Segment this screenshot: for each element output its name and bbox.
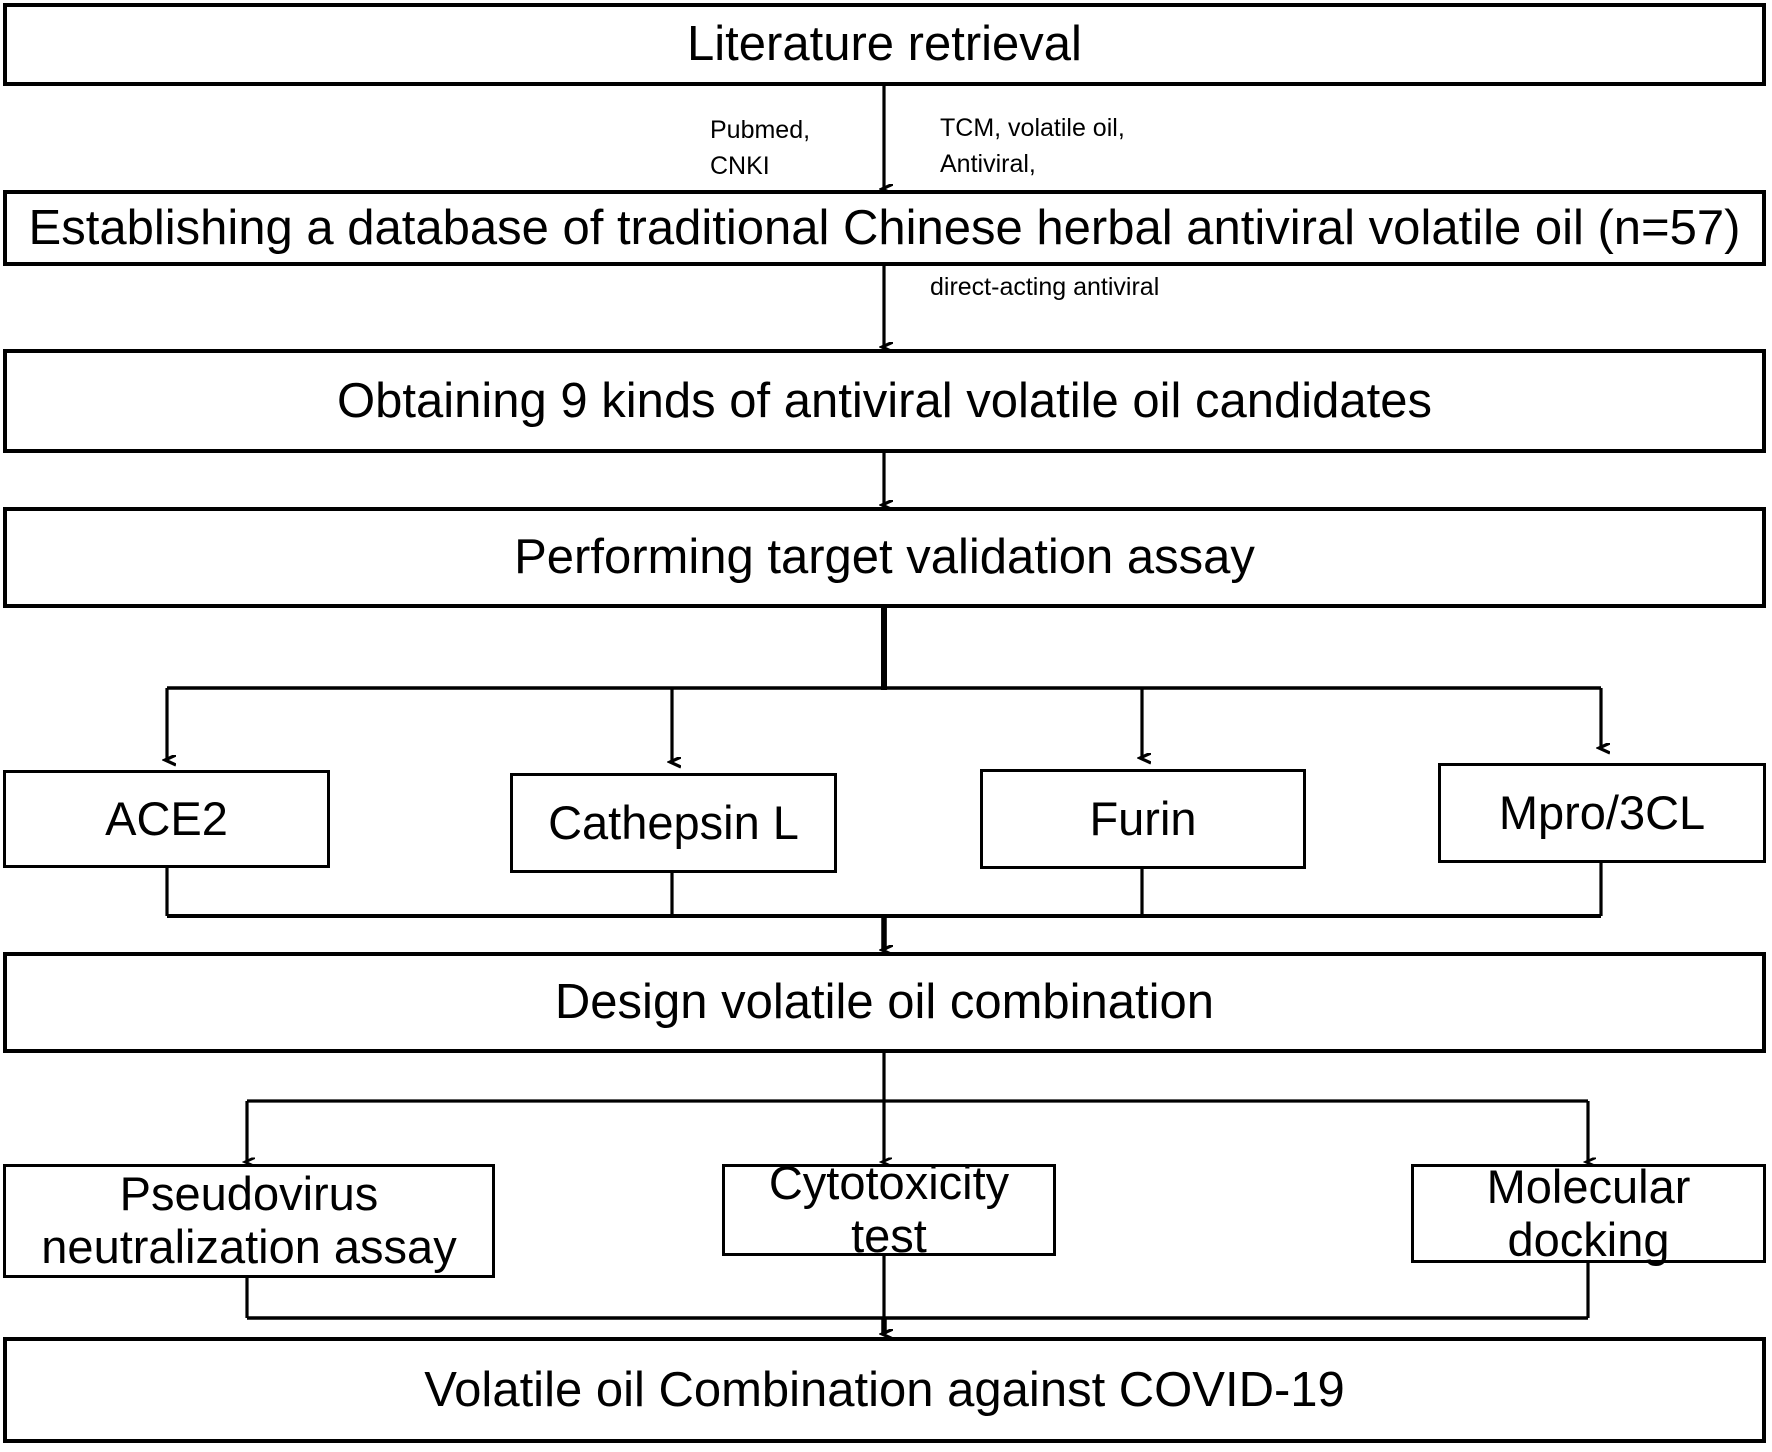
node-label: Cathepsin L	[548, 795, 799, 849]
edge-label-databases: Pubmed, CNKI	[710, 116, 811, 181]
node-literature-retrieval[interactable]: Literature retrieval	[3, 3, 1766, 86]
node-label: Performing target validation assay	[514, 530, 1255, 585]
node-label: Pseudovirus neutralization assay	[41, 1167, 457, 1273]
node-result[interactable]: Volatile oil Combination against COVID-1…	[3, 1337, 1766, 1443]
node-label: Establishing a database of traditional C…	[28, 200, 1741, 255]
node-target-mpro-3cl[interactable]: Mpro/3CL	[1438, 763, 1766, 863]
edge-label-keywords: TCM, volatile oil, Antiviral,	[940, 114, 1125, 179]
node-design-combination[interactable]: Design volatile oil combination	[3, 952, 1766, 1053]
node-target-cathepsin-l[interactable]: Cathepsin L	[510, 773, 837, 873]
edge-label-direct-acting-antiviral: direct-acting antiviral	[930, 273, 1160, 301]
node-validation[interactable]: Performing target validation assay	[3, 507, 1766, 608]
node-target-furin[interactable]: Furin	[980, 769, 1306, 869]
node-label: ACE2	[105, 791, 228, 845]
node-label: Cytotoxicity test	[768, 1156, 1010, 1262]
node-label: Molecular docking	[1486, 1159, 1691, 1266]
node-assay-cytotoxicity[interactable]: Cytotoxicity test	[722, 1156, 1056, 1262]
node-label: Mpro/3CL	[1498, 785, 1706, 839]
node-label: Obtaining 9 kinds of antiviral volatile …	[337, 373, 1432, 428]
node-assay-molecular-docking[interactable]: Molecular docking	[1411, 1159, 1766, 1266]
node-label: Furin	[1089, 791, 1197, 845]
node-database[interactable]: Establishing a database of traditional C…	[3, 190, 1766, 266]
node-label: Literature retrieval	[687, 17, 1082, 72]
node-target-ace2[interactable]: ACE2	[3, 770, 330, 868]
node-assay-pseudovirus[interactable]: Pseudovirus neutralization assay	[3, 1164, 495, 1278]
node-candidates[interactable]: Obtaining 9 kinds of antiviral volatile …	[3, 349, 1766, 453]
node-label: Volatile oil Combination against COVID-1…	[424, 1362, 1345, 1417]
node-label: Design volatile oil combination	[554, 975, 1215, 1030]
